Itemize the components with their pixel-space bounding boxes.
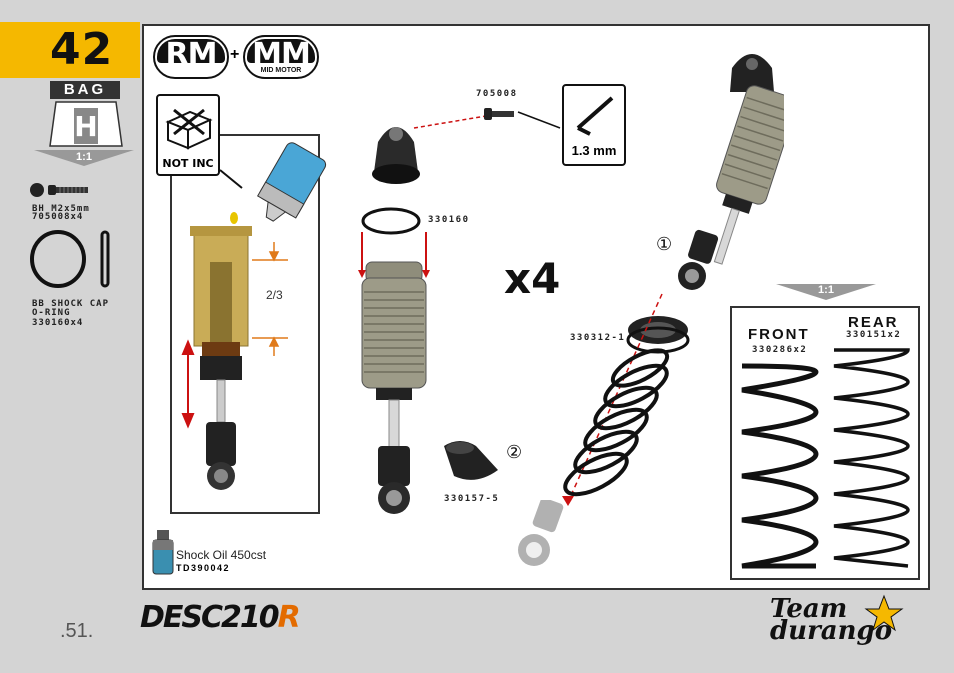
quantity-label: x4 <box>504 254 561 303</box>
fill-level-guides <box>181 242 288 429</box>
front-spring-icon <box>741 363 819 569</box>
bag-ratio-arrow <box>34 150 134 166</box>
mid-motor-abbr: MM <box>252 37 311 72</box>
part-screw-name: BH M2x5mm <box>32 204 90 214</box>
hex-driver-tool-box: 1.3 mm <box>562 84 626 166</box>
crossed-box-icon <box>165 108 213 150</box>
rear-motor-abbr: RM <box>165 37 218 72</box>
step-badge <box>0 22 140 78</box>
spring-cup-icon <box>444 441 498 480</box>
hex-key-size: 1.3 mm <box>571 143 617 158</box>
step-number: 42 <box>50 24 114 75</box>
partnum-oring: 330160 <box>428 215 470 225</box>
bag-icon: H <box>49 101 123 147</box>
spring-ratio-arrow <box>776 284 876 300</box>
rear-spring-label: REAR <box>848 314 899 331</box>
shock-oring-icon <box>361 207 421 235</box>
oil-name: Shock Oil 450cst <box>176 548 267 562</box>
mid-motor-badge: MM MID MOTOR <box>243 35 319 79</box>
partnum-spring-cup: 330157-5 <box>444 494 500 504</box>
oil-bottle-small-icon <box>152 530 174 575</box>
fill-fraction: 2/3 <box>266 288 283 302</box>
not-included-box: NOT INC <box>156 94 220 176</box>
part-oring-code: 330160x4 <box>32 318 84 328</box>
front-spring-label: FRONT <box>748 326 810 343</box>
shock-body-icon <box>358 232 430 514</box>
callout-2: ② <box>506 442 523 462</box>
star-icon <box>864 594 904 632</box>
callout-1: ① <box>656 234 673 254</box>
spring-ratio: 1:1 <box>818 284 834 296</box>
bag-letter: H <box>74 110 97 143</box>
oil-code: TD390042 <box>176 563 231 573</box>
rear-motor-label: REAR MOTOR <box>167 67 215 74</box>
rod-end-ghost-icon <box>518 500 564 566</box>
bag-label: BAG <box>50 81 120 99</box>
not-included-label: NOT INC <box>162 157 214 170</box>
partnum-collar: 330312-1 <box>570 333 626 343</box>
partnum-screw: 705008 <box>476 89 518 99</box>
front-spring-code: 330286x2 <box>752 345 808 355</box>
part-oring-name: BB SHOCK CAP O-RING <box>32 299 110 318</box>
o-ring-icon <box>30 230 110 288</box>
rear-spring-code: 330151x2 <box>846 330 902 340</box>
bag-ratio: 1:1 <box>76 151 92 163</box>
shock-body-filled-icon <box>190 226 252 490</box>
shock-spring-icon <box>562 293 670 506</box>
button-head-screw-icon <box>30 183 88 197</box>
desc210r-logo: DESC210R <box>140 600 301 635</box>
part-screw-code: 705008x4 <box>32 212 84 222</box>
screw-pointer <box>413 108 561 129</box>
hex-key-icon <box>576 96 614 136</box>
mid-motor-label: MID MOTOR <box>260 67 302 74</box>
assembled-shock-icon <box>678 54 784 290</box>
rear-motor-badge: RM REAR MOTOR <box>153 35 229 79</box>
motor-plus: + <box>230 46 240 63</box>
page-number: .51. <box>60 620 94 642</box>
shock-cap-icon <box>372 127 420 184</box>
shock-oil-bottle-icon <box>220 142 327 224</box>
rear-spring-icon <box>833 348 910 568</box>
